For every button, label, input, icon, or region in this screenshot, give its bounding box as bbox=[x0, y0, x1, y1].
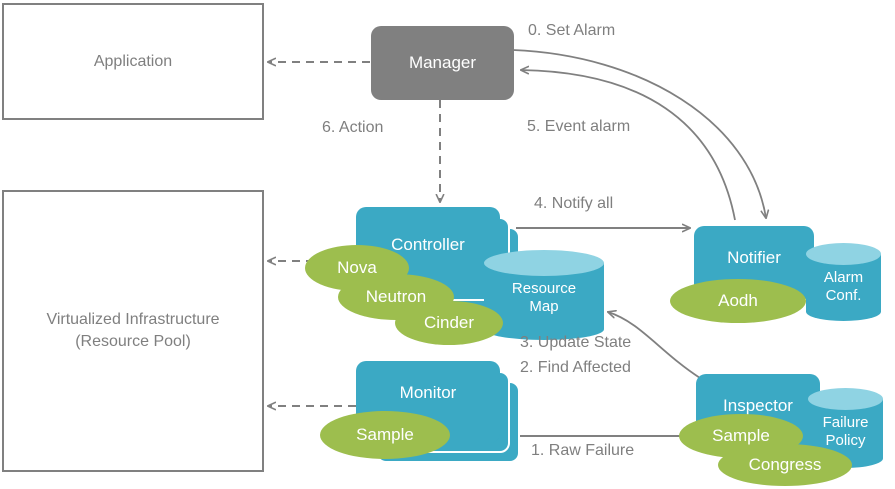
edge-label-action: 6. Action bbox=[322, 119, 384, 136]
alarm-conf-cylinder[interactable]: Alarm Conf. bbox=[806, 243, 881, 321]
pill-sample-monitor[interactable]: Sample bbox=[320, 411, 450, 459]
manager-label: Manager bbox=[408, 53, 477, 72]
virtualized-infrastructure-label: Virtualized Infrastructure (Resource Poo… bbox=[46, 309, 219, 352]
monitor-label: Monitor bbox=[399, 383, 457, 402]
edge-label-raw-failure: 1. Raw Failure bbox=[531, 442, 635, 459]
inspector-label: Inspector bbox=[723, 396, 793, 415]
pill-nova-label: Nova bbox=[337, 258, 377, 277]
resource-map-label: Resource Map bbox=[484, 280, 604, 316]
pill-cinder-label: Cinder bbox=[423, 313, 475, 332]
resource-map-cylinder[interactable]: Resource Map bbox=[484, 250, 604, 340]
application-box[interactable]: Application bbox=[2, 3, 264, 120]
pill-sample-inspector-label: Sample bbox=[712, 426, 770, 445]
edge-label-notify-all: 4. Notify all bbox=[534, 195, 614, 212]
pill-neutron-label: Neutron bbox=[365, 287, 427, 306]
alarm-conf-cylinder-top bbox=[806, 243, 881, 265]
controller-label: Controller bbox=[391, 235, 465, 254]
alarm-conf-line1: Alarm bbox=[823, 269, 864, 286]
resource-map-line1: Resource bbox=[511, 280, 577, 297]
failure-policy-label: Failure Policy bbox=[808, 414, 883, 450]
failure-policy-cylinder-top bbox=[808, 388, 883, 410]
edge-label-update-state: 3. Update State bbox=[520, 334, 632, 351]
pill-congress[interactable]: Congress bbox=[718, 444, 852, 486]
pill-neutron[interactable]: Neutron bbox=[338, 274, 454, 320]
resource-map-cylinder-top bbox=[484, 250, 604, 276]
pill-aodh[interactable]: Aodh bbox=[670, 279, 806, 323]
edge-set-alarm bbox=[512, 49, 766, 218]
alarm-conf-cylinder-body bbox=[806, 254, 881, 321]
notifier-label: Notifier bbox=[727, 248, 781, 267]
edge-event-alarm bbox=[521, 70, 736, 221]
infrastructure-line2: (Resource Pool) bbox=[75, 333, 191, 350]
edge-label-event-alarm: 5. Event alarm bbox=[527, 118, 631, 135]
infrastructure-line1: Virtualized Infrastructure bbox=[46, 311, 220, 329]
failure-policy-line1: Failure bbox=[822, 414, 869, 431]
alarm-conf-line2: Conf. bbox=[825, 287, 862, 304]
pill-cinder[interactable]: Cinder bbox=[395, 301, 503, 345]
resource-map-line2: Map bbox=[529, 298, 559, 315]
alarm-conf-label: Alarm Conf. bbox=[806, 269, 881, 305]
edge-label-set-alarm: 0. Set Alarm bbox=[528, 22, 616, 39]
manager-box[interactable]: Manager bbox=[371, 26, 514, 100]
virtualized-infrastructure-box[interactable]: Virtualized Infrastructure (Resource Poo… bbox=[2, 190, 264, 472]
pill-aodh-label: Aodh bbox=[718, 291, 758, 310]
application-label: Application bbox=[93, 52, 173, 70]
failure-policy-line2: Policy bbox=[825, 432, 866, 449]
edge-find-affected-update-state bbox=[608, 312, 701, 379]
pill-sample-monitor-label: Sample bbox=[356, 425, 414, 444]
edge-label-find-affected: 2. Find Affected bbox=[520, 359, 631, 376]
pill-congress-label: Congress bbox=[748, 455, 822, 474]
